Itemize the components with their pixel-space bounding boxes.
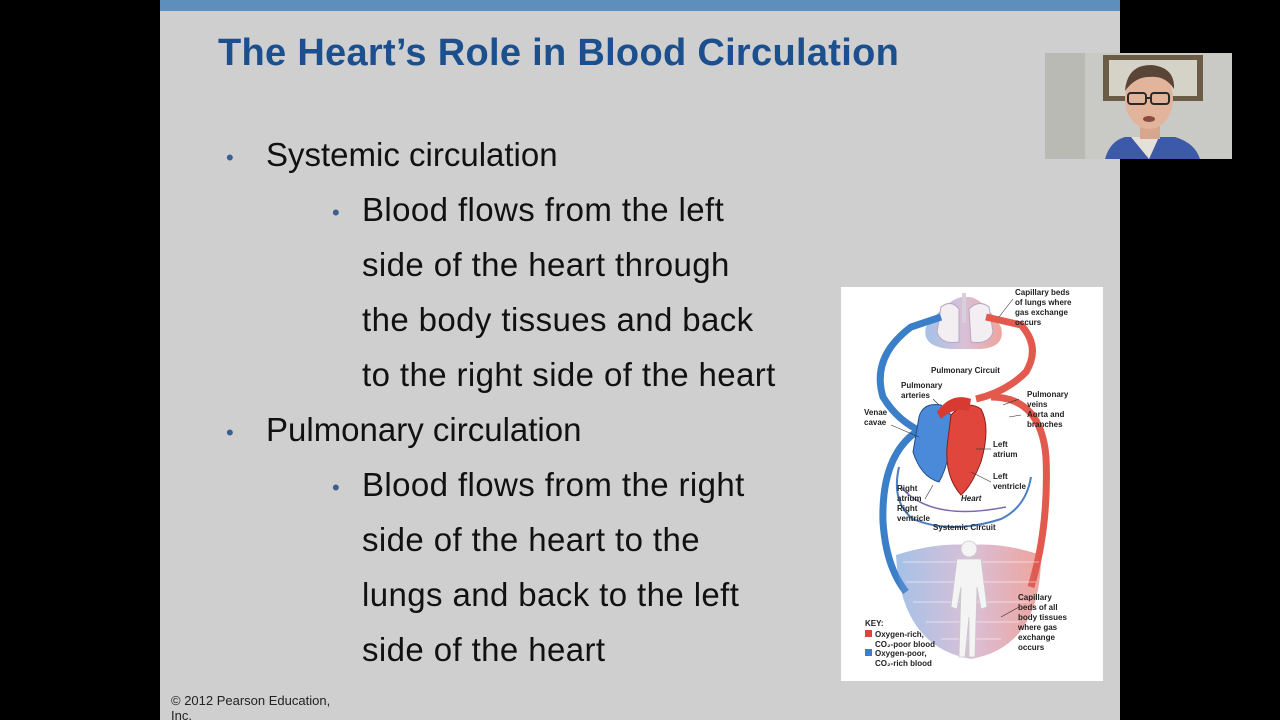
label-left-atrium-1: Left (993, 440, 1008, 449)
label-capillary-lungs-4: occurs (1015, 318, 1042, 327)
bullet-systemic: Systemic circulation (266, 136, 558, 173)
label-systemic-circuit: Systemic Circuit (933, 523, 996, 532)
copyright-notice: © 2012 Pearson Education, Inc. (171, 693, 351, 720)
label-right-atrium-2: atrium (897, 494, 921, 503)
sub-bullet-text: side of the heart through (362, 246, 730, 283)
sub-bullet-icon: • (332, 200, 340, 225)
webcam-overlay (1045, 53, 1232, 159)
pulmonary-artery-path (876, 313, 943, 441)
sub-bullet-text: the body tissues and back (362, 301, 754, 338)
label-capillary-lungs-1: Capillary beds (1015, 288, 1070, 297)
label-capillary-body-2: beds of all (1018, 603, 1058, 612)
vena-cava-path (879, 429, 919, 595)
label-capillary-body-3: body tissues (1018, 613, 1067, 622)
label-capillary-lungs-3: gas exchange (1015, 308, 1068, 317)
label-capillary-body-5: exchange (1018, 633, 1055, 642)
key-red-line-2: CO₂-poor blood (875, 640, 935, 649)
sub-bullet-text: side of the heart to the (362, 521, 700, 558)
bullet-pulmonary: Pulmonary circulation (266, 411, 582, 448)
aorta-path (990, 393, 1050, 589)
label-left-ventricle-1: Left (993, 472, 1008, 481)
pulmonary-vein-path (975, 313, 1036, 403)
label-capillary-lungs-2: of lungs where (1015, 298, 1072, 307)
sub-bullet-text: Blood flows from the left (362, 191, 725, 228)
label-capillary-body-6: occurs (1018, 643, 1045, 652)
bullet-icon: • (226, 420, 234, 445)
sub-bullet-icon: • (332, 475, 340, 500)
label-left-atrium-2: atrium (993, 450, 1017, 459)
label-aorta-1: Aorta and (1027, 410, 1064, 419)
sub-bullet-text: lungs and back to the left (362, 576, 740, 613)
slide: The Heart’s Role in Blood Circulation • … (160, 0, 1120, 720)
key-blue-line-2: CO₂-rich blood (875, 659, 932, 668)
label-venae-cavae-1: Venae (864, 408, 888, 417)
circulation-diagram-svg: Capillary beds of lungs where gas exchan… (864, 288, 1072, 668)
copyright-line: Inc. (171, 708, 192, 720)
label-venae-cavae-2: cavae (864, 418, 887, 427)
key-title: KEY: (865, 619, 884, 628)
sub-bullet-text: side of the heart (362, 631, 606, 668)
slide-title: The Heart’s Role in Blood Circulation (218, 32, 900, 74)
presenter-video (1045, 53, 1232, 159)
human-silhouette (950, 540, 988, 658)
label-pulmonary-circuit: Pulmonary Circuit (931, 366, 1000, 375)
label-pulmonary-arteries-2: arteries (901, 391, 930, 400)
label-pulmonary-arteries-1: Pulmonary (901, 381, 943, 390)
key-red-line-1: Oxygen-rich, (875, 630, 924, 639)
sub-bullet-text: to the right side of the heart (362, 356, 776, 393)
label-capillary-body-1: Capillary (1018, 593, 1052, 602)
label-right-atrium-1: Right (897, 484, 918, 493)
key-red-swatch (865, 630, 872, 637)
label-left-ventricle-2: ventricle (993, 482, 1026, 491)
label-right-ventricle-2: ventricle (897, 514, 930, 523)
label-pulmonary-veins-1: Pulmonary (1027, 390, 1069, 399)
bullet-icon: • (226, 145, 234, 170)
label-right-ventricle-1: Right (897, 504, 918, 513)
copyright-line: © 2012 Pearson Education, (171, 693, 331, 708)
sub-bullet-text: Blood flows from the right (362, 466, 745, 503)
key-blue-swatch (865, 649, 872, 656)
circulation-diagram: Capillary beds of lungs where gas exchan… (841, 287, 1103, 681)
heart-illustration (912, 397, 987, 496)
label-pulmonary-veins-2: veins (1027, 400, 1048, 409)
label-heart: Heart (961, 494, 982, 503)
label-aorta-2: branches (1027, 420, 1063, 429)
label-capillary-body-4: where gas (1017, 623, 1058, 632)
key-blue-line-1: Oxygen-poor, (875, 649, 927, 658)
slide-top-bar (160, 0, 1120, 11)
